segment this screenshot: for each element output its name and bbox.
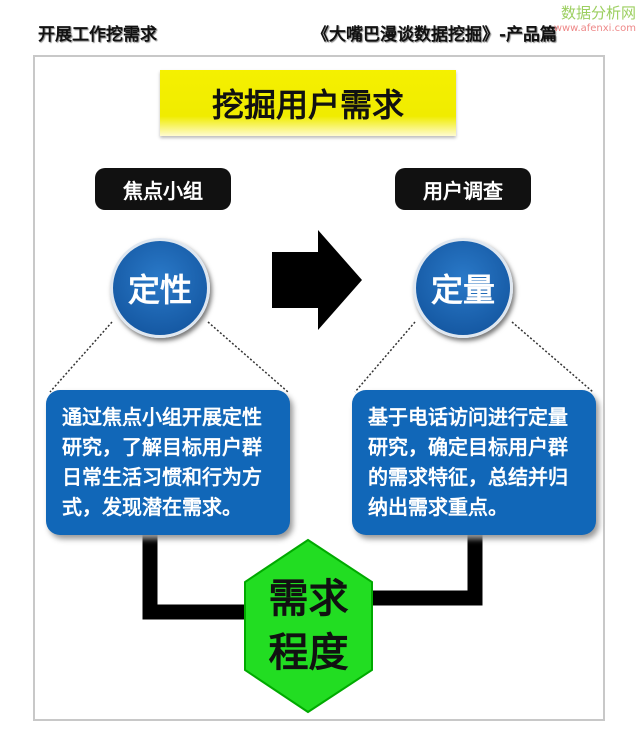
tag-focus-group: 焦点小组 — [95, 168, 231, 210]
main-title: 挖掘用户需求 — [160, 70, 456, 136]
diagram-frame — [33, 55, 605, 721]
circle-quantitative: 定量 — [413, 238, 513, 338]
watermark-name: 数据分析网 — [560, 4, 636, 22]
center-line: 程度 — [268, 630, 349, 676]
dotted-line — [207, 321, 289, 393]
text-line: 基于电话访问进行定量 — [368, 405, 568, 429]
text-line: 研究，确定目标用户群 — [368, 435, 568, 459]
right-connector — [368, 535, 483, 606]
quantitative-description: 基于电话访问进行定量 研究，确定目标用户群 的需求特征，总结并归 纳出需求重点。 — [352, 390, 596, 535]
tag-survey: 用户调查 — [395, 168, 531, 210]
header-right: 《大嘴巴漫谈数据挖掘》-产品篇 — [312, 25, 558, 45]
text-line: 纳出需求重点。 — [368, 495, 508, 519]
center-hexagon — [244, 538, 373, 714]
text-line: 通过焦点小组开展定性 — [62, 405, 262, 429]
circle-qualitative: 定性 — [110, 238, 210, 338]
watermark-url: www.afenxi.com — [553, 23, 636, 34]
dotted-line — [49, 321, 113, 393]
text-line: 的需求特征，总结并归 — [368, 465, 568, 489]
text-line: 式，发现潜在需求。 — [62, 495, 242, 519]
center-label: 需求 程度 — [245, 572, 372, 680]
header-left: 开展工作挖需求 — [38, 25, 157, 45]
dotted-line — [354, 321, 416, 393]
right-arrow-icon — [272, 230, 362, 330]
text-line: 研究，了解目标用户群 — [62, 435, 262, 459]
qualitative-description: 通过焦点小组开展定性 研究，了解目标用户群 日常生活习惯和行为方 式，发现潜在需… — [46, 390, 290, 535]
center-line: 需求 — [268, 576, 349, 622]
left-connector — [142, 535, 250, 620]
text-line: 日常生活习惯和行为方 — [62, 465, 262, 489]
dotted-line — [511, 321, 594, 393]
watermark-logo: 数据分析网 www.afenxi.com — [554, 2, 636, 34]
